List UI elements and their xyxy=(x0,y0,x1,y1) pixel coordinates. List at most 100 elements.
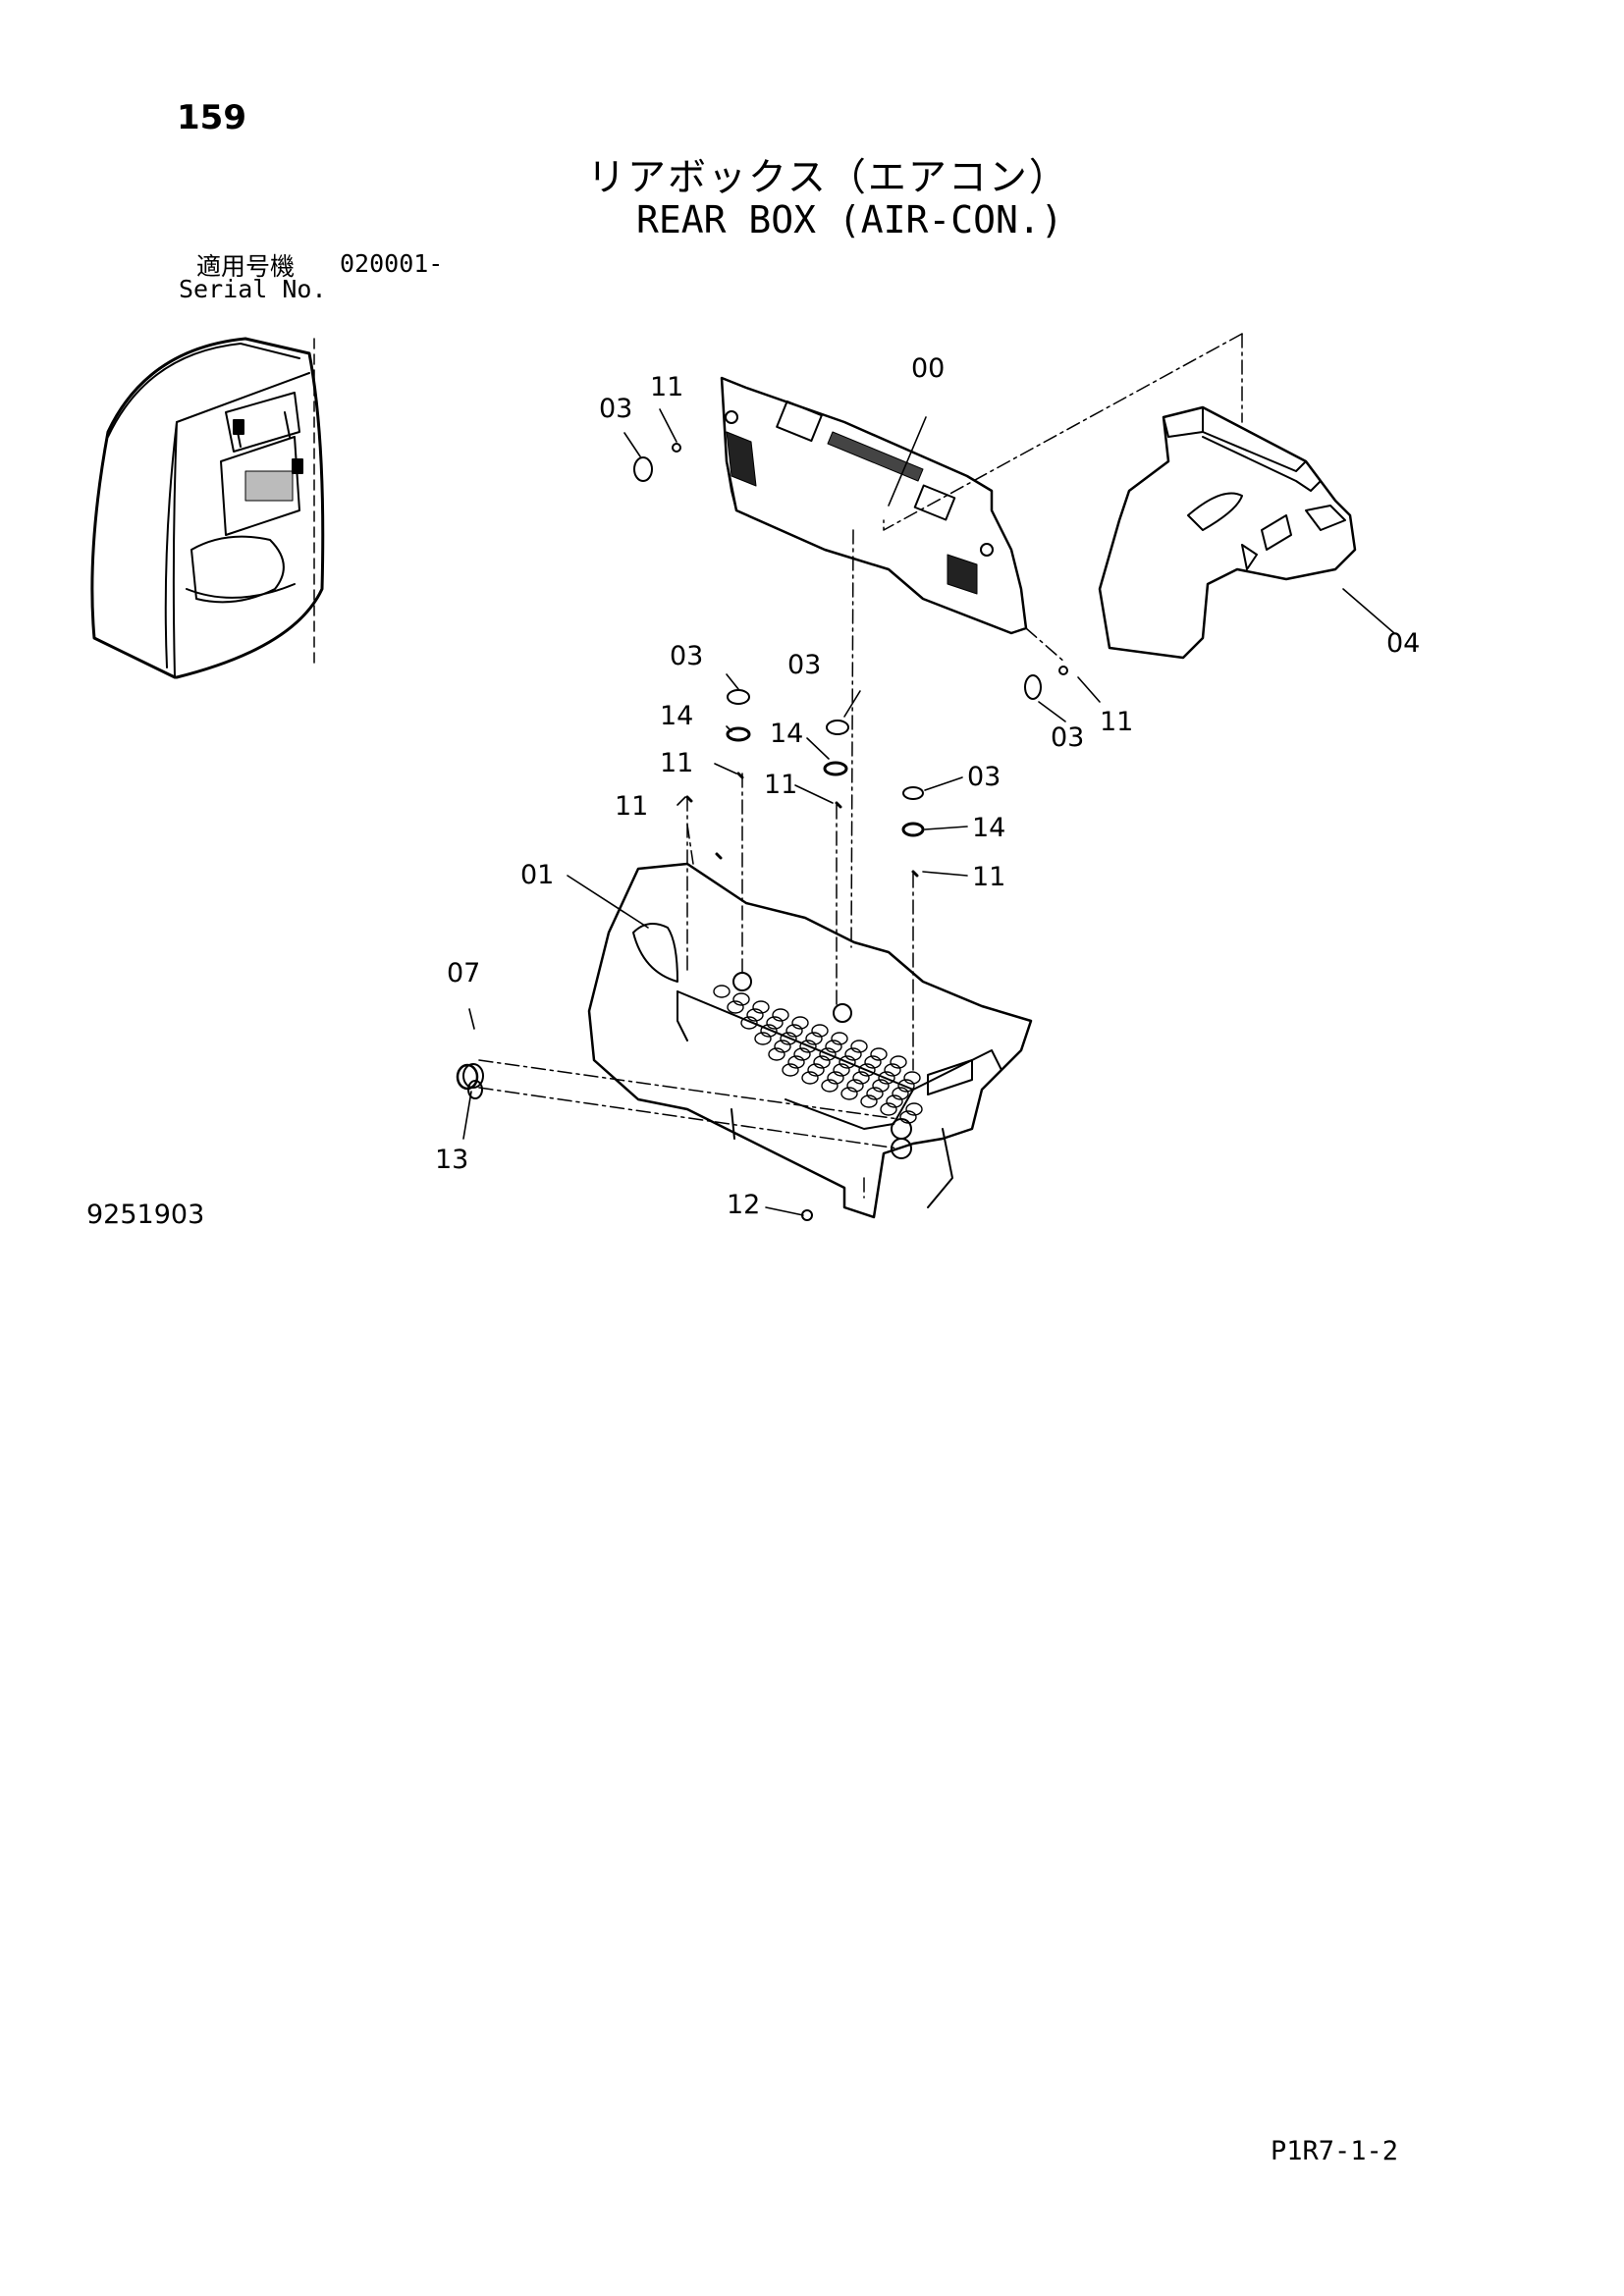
grille-hole xyxy=(897,1079,915,1093)
grille-hole xyxy=(772,1008,789,1022)
callout-07: 07 xyxy=(447,958,480,988)
grille-hole xyxy=(840,1087,858,1100)
location-thumbnail xyxy=(90,337,325,679)
page-reference: P1R7-1-2 xyxy=(1271,2136,1399,2166)
callout-01: 01 xyxy=(520,860,554,890)
page-title-english: REAR BOX (AIR-CON.) xyxy=(636,198,1063,241)
grille-hole xyxy=(844,1047,862,1061)
callout-03-a: 03 xyxy=(599,394,632,424)
callout-labels: 00 11 03 04 03 03 14 14 11 03 11 03 11 1… xyxy=(435,353,1420,1220)
grille-hole xyxy=(884,1063,901,1077)
callout-04: 04 xyxy=(1386,628,1420,659)
grille-hole xyxy=(846,1079,864,1093)
grille-hole xyxy=(713,985,731,998)
vent-grille-right xyxy=(947,554,978,595)
grille-hole xyxy=(870,1047,888,1061)
callout-11-a: 11 xyxy=(650,372,683,402)
grille-hole xyxy=(864,1055,882,1069)
grille-hole xyxy=(905,1102,923,1116)
callout-12: 12 xyxy=(727,1190,760,1220)
serial-range: 020001- xyxy=(340,249,444,278)
grille-hole xyxy=(793,1047,811,1061)
callout-11-f: 11 xyxy=(972,862,1005,892)
part-00-upper-panel xyxy=(720,376,1028,635)
page-number: 159 xyxy=(177,98,246,137)
callout-03-e: 03 xyxy=(967,762,1001,792)
grille-hole xyxy=(766,1016,784,1030)
grille-hole xyxy=(746,1008,764,1022)
screw-11-b xyxy=(1058,666,1068,675)
callout-03-b: 03 xyxy=(670,641,703,671)
callout-03-c: 03 xyxy=(787,650,821,680)
grille-hole xyxy=(785,1024,803,1038)
cap-03-a xyxy=(633,456,653,482)
grille-hole xyxy=(821,1079,839,1093)
grille-hole xyxy=(858,1063,876,1077)
grommet-14-c xyxy=(901,822,925,837)
cap-03-d xyxy=(902,786,924,800)
grille-hole xyxy=(850,1040,868,1053)
grommet-14-b xyxy=(823,761,848,776)
callout-11-b: 11 xyxy=(1100,707,1133,737)
grille-hole xyxy=(819,1047,837,1061)
cap-03-c xyxy=(826,720,849,735)
grille-hole xyxy=(886,1095,903,1108)
grille-hole xyxy=(892,1087,909,1100)
grille-hole xyxy=(866,1087,884,1100)
grille-hole xyxy=(890,1055,907,1069)
grille-hole xyxy=(839,1055,856,1069)
leader-lines xyxy=(462,408,1395,1216)
grille-hole xyxy=(880,1102,897,1116)
grille-hole xyxy=(760,1024,778,1038)
grille-hole xyxy=(811,1024,829,1038)
grommet-14-a xyxy=(726,726,751,742)
part-01-lower-box xyxy=(587,862,1033,1219)
grille-hole xyxy=(872,1079,890,1093)
grille-hole xyxy=(827,1071,844,1085)
grille-hole xyxy=(833,1063,850,1077)
page-title-japanese: リアボックス（エアコン） xyxy=(587,156,1069,200)
grille-hole xyxy=(774,1040,791,1053)
callout-00: 00 xyxy=(911,353,945,384)
callout-03-d: 03 xyxy=(1051,722,1084,753)
callout-11-d: 11 xyxy=(764,770,797,800)
grille-hole xyxy=(732,992,750,1006)
drawing-number: 9251903 xyxy=(86,1200,205,1230)
perforated-grille xyxy=(713,985,923,1124)
grille-hole xyxy=(780,1032,797,1045)
grille-hole xyxy=(799,1040,817,1053)
grille-hole xyxy=(791,1016,809,1030)
grille-hole xyxy=(754,1032,772,1045)
grille-hole xyxy=(825,1040,842,1053)
serial-label-japanese: 適用号機 xyxy=(196,252,296,281)
grille-hole xyxy=(831,1032,848,1045)
part-04-duct xyxy=(1098,405,1357,660)
grille-hole xyxy=(805,1032,823,1045)
callout-14-c: 14 xyxy=(972,813,1005,843)
grille-hole xyxy=(860,1095,878,1108)
callout-14-b: 14 xyxy=(770,719,803,749)
grille-hole xyxy=(801,1071,819,1085)
grille-hole xyxy=(813,1055,831,1069)
cap-03-e xyxy=(1024,674,1042,700)
screw-11-a xyxy=(672,443,681,453)
grille-hole xyxy=(903,1071,921,1085)
grille-hole xyxy=(787,1055,805,1069)
small-parts xyxy=(456,443,1068,1221)
grille-hole xyxy=(727,1000,744,1014)
callout-11-c: 11 xyxy=(660,748,693,778)
grille-hole xyxy=(768,1047,785,1061)
callout-13: 13 xyxy=(435,1145,468,1175)
cap-03-b xyxy=(727,689,750,705)
grille-hole xyxy=(878,1071,895,1085)
callout-11-e: 11 xyxy=(615,791,648,822)
grille-hole xyxy=(782,1063,799,1077)
vent-grille-left xyxy=(726,431,757,487)
assembly-lines xyxy=(478,333,1243,1199)
callout-14-a: 14 xyxy=(660,701,693,731)
grille-hole xyxy=(807,1063,825,1077)
serial-label-english: Serial No. xyxy=(179,275,327,303)
grille-hole xyxy=(852,1071,870,1085)
grille-hole xyxy=(752,1000,770,1014)
